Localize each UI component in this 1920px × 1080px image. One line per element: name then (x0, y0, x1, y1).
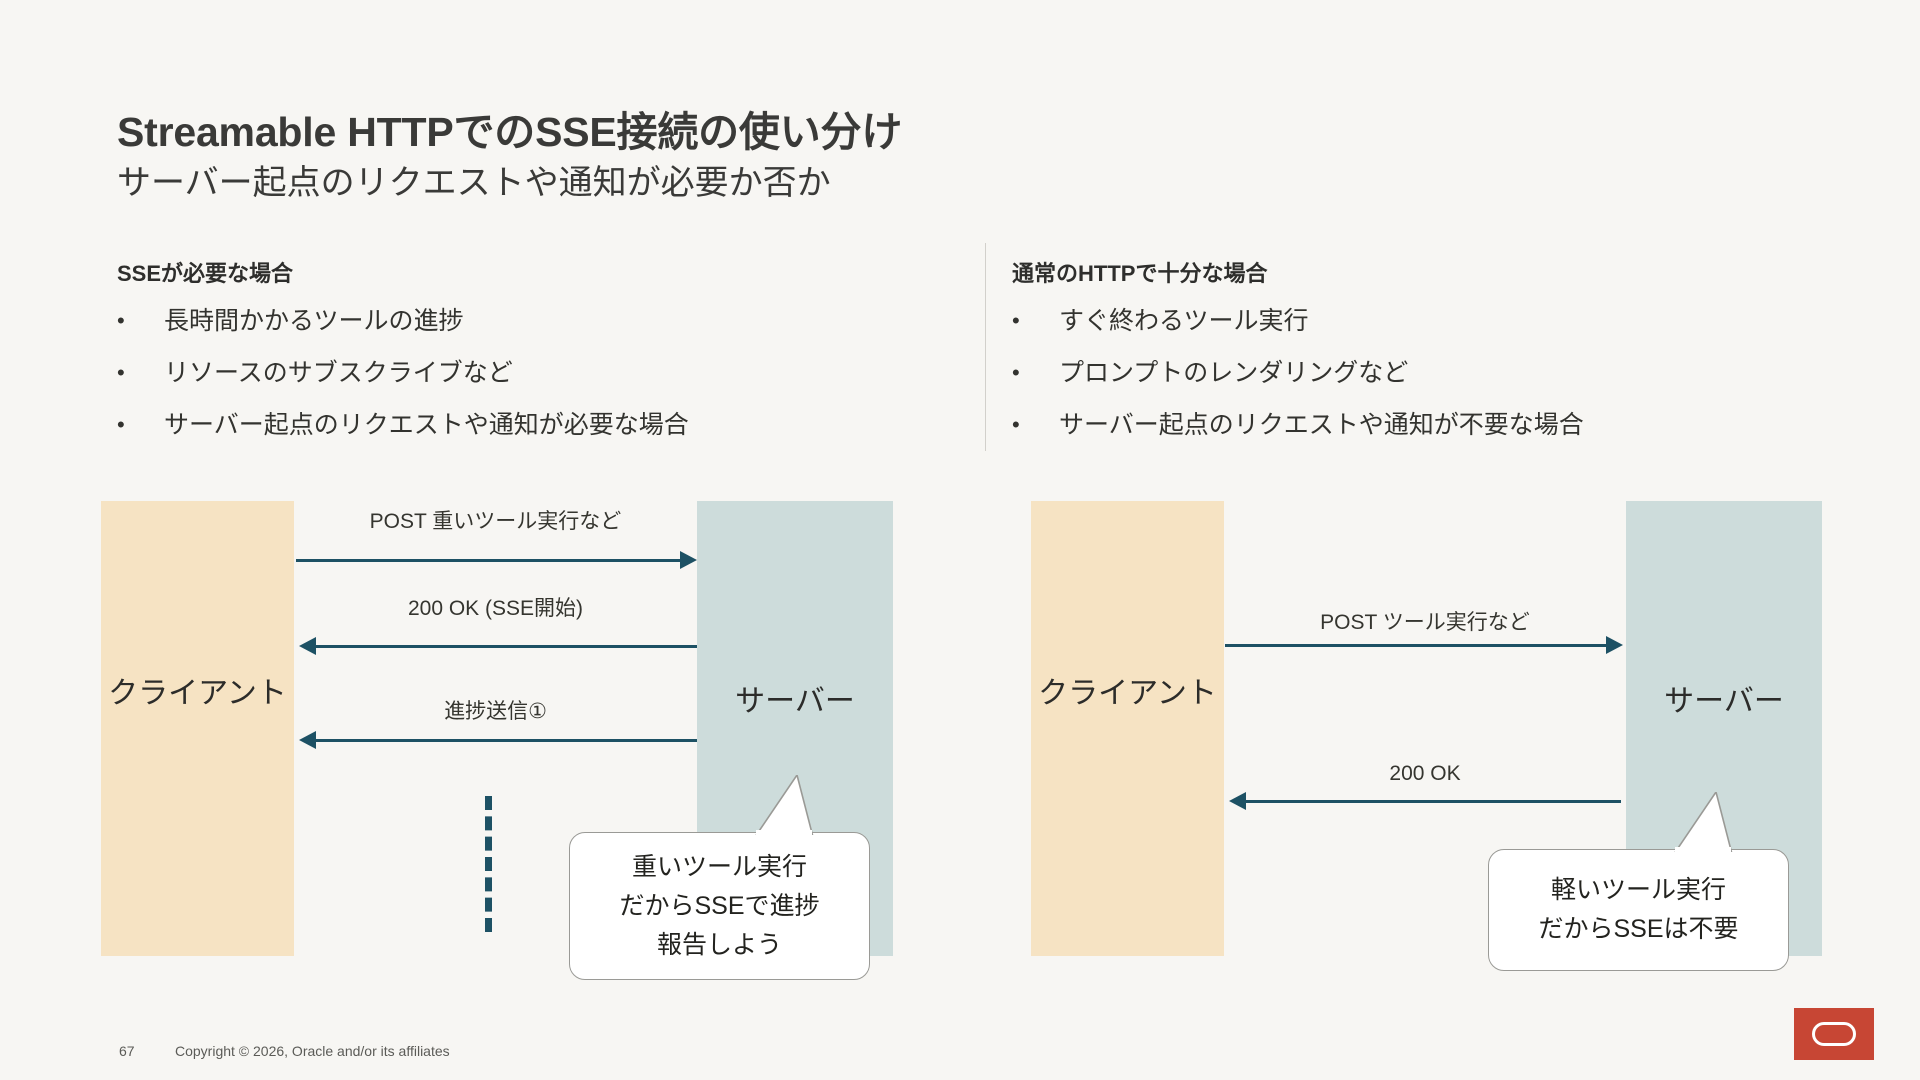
left-column-heading: SSEが必要な場合 (117, 261, 294, 286)
list-item-label: サーバー起点のリクエストや通知が不要な場合 (1059, 411, 1584, 439)
list-item-label: すぐ終わるツール実行 (1059, 307, 1309, 335)
list-item: • すぐ終わるツール実行 (1012, 295, 1584, 347)
list-item-label: リソースのサブスクライブなど (164, 359, 513, 387)
arrow-head-left-icon (1229, 792, 1246, 810)
arrow-head-right-icon (1606, 636, 1623, 654)
sequence-diagram-plain-http: クライアント サーバー POST ツール実行など 200 OK 軽いツール実行 … (960, 0, 1920, 1000)
arrow-head-left-icon (299, 731, 316, 749)
bullet-marker-icon: • (1012, 360, 1020, 385)
bullet-marker-icon: • (1012, 308, 1020, 333)
oracle-logo (1794, 1008, 1874, 1060)
column-divider (985, 243, 986, 451)
message-label-1: POST ツール実行など (1320, 611, 1530, 634)
callout-line-1: 重いツール実行 (631, 852, 807, 881)
message-arrow-3-line (305, 739, 697, 742)
bullet-marker-icon: • (117, 360, 125, 385)
server-lane-label: サーバー (735, 685, 855, 718)
arrow-head-left-icon (299, 637, 316, 655)
list-item-label: サーバー起点のリクエストや通知が必要な場合 (164, 411, 689, 439)
message-label-1: POST 重いツール実行など (369, 510, 622, 533)
page-number: 67 (119, 1043, 135, 1059)
message-label-2: 200 OK (SSE開始) (407, 597, 584, 620)
callout-line-1: 軽いツール実行 (1550, 876, 1726, 904)
message-label-3: 進捗送信① (444, 700, 547, 723)
client-lane-label: クライアント (108, 677, 287, 710)
list-item: • 長時間かかるツールの進捗 (117, 295, 689, 347)
list-item-label: プロンプトのレンダリングなど (1059, 359, 1409, 387)
bullet-marker-icon: • (117, 308, 125, 333)
list-item: • リソースのサブスクライブなど (117, 347, 689, 399)
client-lane-box: クライアント (1031, 501, 1224, 956)
continuation-dashes-icon (485, 796, 498, 932)
page-title: Streamable HTTPでのSSE接続の使い分け (117, 109, 903, 155)
list-item: • サーバー起点のリクエストや通知が必要な場合 (117, 399, 689, 451)
right-bullet-list: • すぐ終わるツール実行 • プロンプトのレンダリングなど • サーバー起点のリ… (1012, 295, 1584, 451)
client-lane-box: クライアント (101, 501, 294, 956)
callout-tail-icon (755, 775, 814, 835)
arrow-head-right-icon (680, 551, 697, 569)
left-bullet-list: • 長時間かかるツールの進捗 • リソースのサブスクライブなど • サーバー起点… (117, 295, 689, 451)
message-arrow-2-line (305, 645, 697, 648)
message-arrow-1-line (1225, 644, 1610, 647)
callout-bubble-no-sse: 軽いツール実行 だからSSEは不要 (1488, 849, 1789, 971)
callout-tail-icon (1674, 792, 1733, 852)
copyright-text: Copyright © 2026, Oracle and/or its affi… (175, 1043, 450, 1059)
list-item: • サーバー起点のリクエストや通知が不要な場合 (1012, 399, 1584, 451)
callout-line-2: だからSSEで進捗 (619, 891, 820, 920)
client-lane-label: クライアント (1038, 677, 1217, 710)
message-arrow-1-line (296, 559, 692, 562)
message-label-2: 200 OK (1389, 762, 1461, 785)
callout-line-2: だからSSEは不要 (1538, 915, 1739, 943)
bullet-marker-icon: • (1012, 412, 1020, 437)
list-item-label: 長時間かかるツールの進捗 (164, 307, 464, 335)
oracle-ring-icon (1812, 1022, 1856, 1046)
callout-bubble-sse: 重いツール実行 だからSSEで進捗 報告しよう (569, 832, 870, 980)
page-subtitle: サーバー起点のリクエストや通知が必要か否か (117, 164, 831, 202)
message-arrow-2-line (1235, 800, 1621, 803)
bullet-marker-icon: • (117, 412, 125, 437)
server-lane-label: サーバー (1664, 685, 1784, 718)
list-item: • プロンプトのレンダリングなど (1012, 347, 1584, 399)
sequence-diagram-sse: クライアント サーバー POST 重いツール実行など 200 OK (SSE開始… (0, 0, 960, 1000)
right-column-heading: 通常のHTTPで十分な場合 (1012, 261, 1268, 286)
callout-line-3: 報告しよう (656, 930, 782, 959)
